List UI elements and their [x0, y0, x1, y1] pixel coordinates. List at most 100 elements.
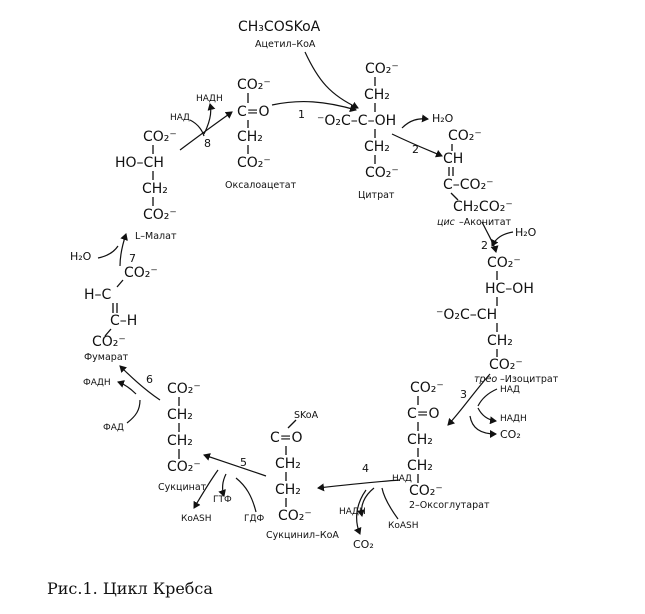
step-8-nadh-arrow — [203, 103, 216, 135]
malate-line-2: HO–CH — [115, 155, 164, 171]
malate-line-1: CO₂⁻ — [143, 129, 177, 145]
cis-aconitate-line-4: CH₂CO₂⁻ — [453, 199, 513, 215]
oxoglutarate-name: 2–Оксоглутарат — [409, 500, 490, 511]
oxaloacetate-line-4: CO₂⁻ — [237, 155, 271, 171]
step-4-arrow — [317, 479, 401, 492]
acetyl-coa-name: Ацетил–КоА — [255, 39, 316, 50]
step-8-number: 8 — [204, 137, 211, 150]
step-8-nadh: НАДН — [196, 94, 223, 104]
step-4-nadh: НАДН — [339, 507, 366, 517]
step-2b-water: H₂O — [515, 226, 537, 239]
citrate-line-1: CO₂⁻ — [365, 61, 399, 77]
step-3-nad-arrow — [477, 388, 498, 407]
isocitrate-name-suffix: –Изоцитрат — [500, 374, 559, 385]
isocitrate-line-3: ⁻O₂C–CH — [436, 307, 497, 323]
step-8-nad: НАД — [170, 113, 190, 123]
step-8-arrow — [179, 111, 233, 151]
step-6-fadh-arrow — [117, 380, 137, 395]
succinate-name: Сукцинат — [158, 482, 207, 493]
malate-line-3: CH₂ — [142, 181, 168, 197]
cis-aconitate: CO₂⁻ CH C–CO₂⁻ CH₂CO₂⁻ цис –Аконитат — [437, 128, 513, 228]
succinyl-coa-line-5: CO₂⁻ — [278, 508, 312, 524]
isocitrate: CO₂⁻ HC–OH ⁻O₂C–CH CH₂ CO₂⁻ трео –Изоцит… — [436, 255, 559, 385]
oxaloacetate-line-1: CO₂⁻ — [237, 77, 271, 93]
fumarate-line-4: CO₂⁻ — [92, 334, 126, 350]
fumarate-name: Фумарат — [84, 352, 129, 363]
succinate-line-2: CH₂ — [167, 407, 193, 423]
malate-line-4: CO₂⁻ — [143, 207, 177, 223]
step-5-coash: КоАSH — [181, 514, 212, 524]
succinate-line-1: CO₂⁻ — [167, 381, 201, 397]
step-4-co2-arrow — [353, 489, 367, 535]
succinyl-coa-name: Сукцинил–КоА — [266, 530, 339, 541]
step-7-water: H₂O — [70, 250, 92, 263]
oxaloacetate-line-3: CH₂ — [237, 129, 263, 145]
succinyl-coa-line-1: SKoA — [294, 410, 319, 421]
step-4-number: 4 — [362, 462, 369, 475]
citrate-line-4: CH₂ — [364, 139, 390, 155]
oxoglutarate-line-4: CH₂ — [407, 458, 433, 474]
oxoglutarate-line-1: CO₂⁻ — [410, 380, 444, 396]
cis-aconitate-name-prefix: цис — [437, 217, 456, 228]
cis-aconitate-line-2: CH — [443, 151, 463, 167]
step-8-nad-arrow — [189, 119, 205, 137]
step-3-nadh-arrow — [477, 407, 497, 425]
step-2b-water-arrow — [491, 231, 514, 247]
step-5-gdp: ГДФ — [244, 514, 265, 524]
citrate-line-5: CO₂⁻ — [365, 165, 399, 181]
succinate-line-4: CO₂⁻ — [167, 459, 201, 475]
step-2a-water: H₂O — [432, 112, 454, 125]
cis-aconitate-line-3: C–CO₂⁻ — [443, 177, 494, 193]
cis-aconitate-line-1: CO₂⁻ — [448, 128, 482, 144]
step-1-number: 1 — [298, 108, 305, 121]
fumarate: CO₂⁻ H–C C–H CO₂⁻ Фумарат — [84, 265, 158, 363]
citrate: CO₂⁻ CH₂ ⁻O₂C–C–OH CH₂ CO₂⁻ Цитрат — [317, 61, 399, 201]
citrate-line-3: ⁻O₂C–C–OH — [317, 113, 396, 129]
step-6-fad: ФАД — [103, 423, 124, 433]
step-5-gtp-arrow — [218, 473, 227, 497]
succinyl-coa: SKoA C=O CH₂ CH₂ CO₂⁻ Сукцинил–КоА — [266, 410, 339, 541]
figure-caption: Рис.1. Цикл Кребса — [47, 579, 213, 598]
acetyl-coa-formula: CH₃COSKoA — [238, 19, 321, 35]
step-4-coash-arrow — [381, 487, 399, 520]
fumarate-line-3: C–H — [110, 313, 137, 329]
cis-aconitate-name-suffix: –Аконитат — [459, 217, 512, 228]
step-7-water-arrow — [97, 245, 119, 259]
fumarate-line-2: H–C — [84, 287, 112, 303]
isocitrate-line-1: CO₂⁻ — [487, 255, 521, 271]
step-2a-arrow — [391, 133, 443, 158]
oxaloacetate-line-2: C=O — [237, 104, 270, 120]
oxoglutarate-line-5: CO₂⁻ — [409, 483, 443, 499]
succinate: CO₂⁻ CH₂ CH₂ CO₂⁻ Сукцинат — [158, 381, 207, 493]
malate-name: L–Малат — [135, 231, 177, 242]
step-4-coash: КоАSH — [388, 521, 419, 531]
step-7-number: 7 — [129, 252, 136, 265]
step-3-co2-arrow — [469, 415, 497, 438]
step-3-arrow — [447, 373, 491, 426]
step-6-fad-arrow — [126, 399, 141, 424]
step-5-coash-arrow — [193, 469, 219, 509]
step-6-number: 6 — [146, 373, 153, 386]
step-6-arrow — [119, 365, 161, 401]
oxoglutarate: CO₂⁻ C=O CH₂ CH₂ CO₂⁻ 2–Оксоглутарат — [407, 380, 490, 511]
step-4-co2: CO₂ — [353, 538, 374, 551]
step-2b-number: 2 — [481, 239, 488, 252]
step-5-gdp-arrow — [235, 477, 257, 513]
step-3-nadh: НАДН — [500, 414, 527, 424]
citrate-name: Цитрат — [358, 190, 395, 201]
isocitrate-line-5: CO₂⁻ — [489, 357, 523, 373]
oxoglutarate-line-3: CH₂ — [407, 432, 433, 448]
step-4-nad: НАД — [392, 474, 412, 484]
fumarate-line-1: CO₂⁻ — [124, 265, 158, 281]
step-2a-water-arrow — [401, 114, 429, 129]
succinyl-coa-line-3: CH₂ — [275, 456, 301, 472]
citrate-line-2: CH₂ — [364, 87, 390, 103]
acetyl-coa-arrow — [304, 51, 359, 110]
step-3-nad: НАД — [500, 385, 520, 395]
isocitrate-line-4: CH₂ — [487, 333, 513, 349]
succinate-line-3: CH₂ — [167, 433, 193, 449]
step-5-number: 5 — [240, 456, 247, 469]
step-1-arrow — [271, 100, 357, 113]
oxoglutarate-line-2: C=O — [407, 406, 440, 422]
acetyl-coa: CH₃COSKoA Ацетил–КоА — [238, 19, 321, 50]
